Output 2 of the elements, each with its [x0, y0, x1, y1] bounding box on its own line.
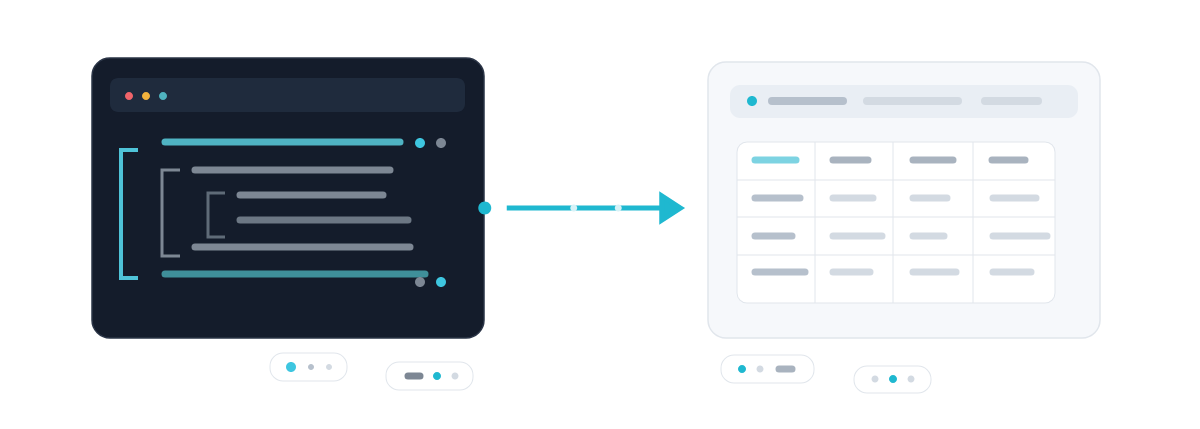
code-editor-drawing [91, 57, 485, 339]
table-window-drawing [707, 61, 1101, 339]
